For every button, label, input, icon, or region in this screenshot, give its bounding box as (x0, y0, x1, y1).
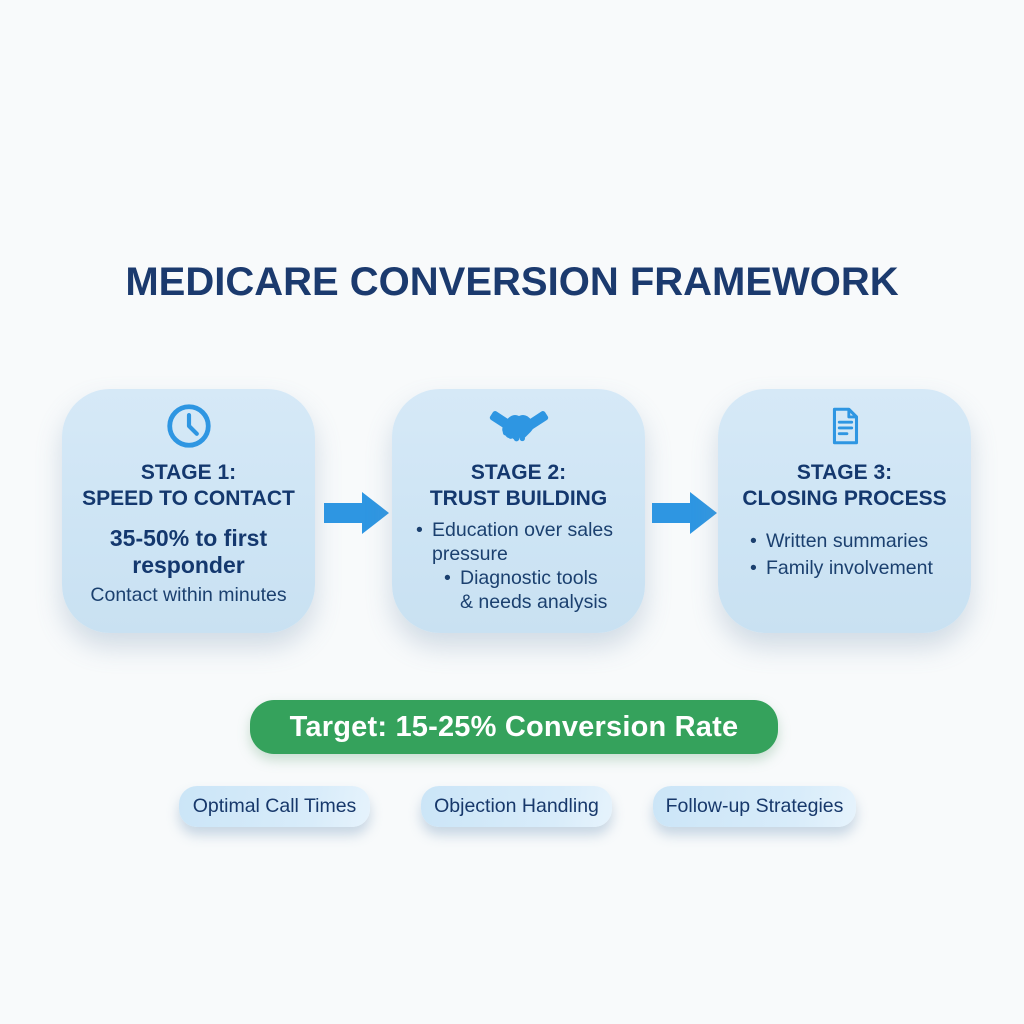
bullet-item: • Education over sales pressure (416, 519, 614, 565)
clock-icon (164, 400, 214, 452)
stage-1-note: Contact within minutes (90, 584, 287, 606)
bullet-item: • Diagnostic tools & needs analysis (444, 567, 608, 613)
bullet-dot: • (416, 519, 423, 541)
chip-optimal-call-times: Optimal Call Times (179, 786, 370, 827)
stage-2-bullet-list: • Education over sales pressure • Diagno… (392, 518, 613, 614)
stage-2-heading: STAGE 2: TRUST BUILDING (429, 461, 608, 510)
arrow-right-icon (652, 492, 717, 534)
bullet-dot: • (750, 530, 757, 552)
bullet-dot: • (750, 557, 757, 579)
bullet-dot: • (444, 567, 451, 589)
target-conversion-banner: Target: 15-25% Conversion Rate (250, 700, 778, 754)
stage-3-bullet-list: • Written summaries • Family involvement (718, 528, 933, 582)
stage-3-heading: STAGE 3: CLOSING PROCESS (742, 461, 947, 510)
page-title: MEDICARE CONVERSION FRAMEWORK (125, 260, 899, 304)
stage-3-card: STAGE 3: CLOSING PROCESS • Written summa… (718, 389, 971, 633)
document-icon (822, 400, 868, 452)
arrow-right-icon (324, 492, 389, 534)
chip-objection-handling: Objection Handling (421, 786, 612, 827)
handshake-icon (489, 400, 549, 452)
stage-1-card: STAGE 1: SPEED TO CONTACT 35-50% to firs… (62, 389, 315, 633)
stage-1-key-stat: 35-50% to first responder (109, 525, 268, 578)
bullet-item: • Family involvement (750, 555, 933, 582)
bullet-item: • Written summaries (750, 528, 933, 555)
chip-follow-up-strategies: Follow-up Strategies (653, 786, 856, 827)
stage-2-card: STAGE 2: TRUST BUILDING • Education over… (392, 389, 645, 633)
stage-1-heading: STAGE 1: SPEED TO CONTACT (82, 461, 295, 510)
